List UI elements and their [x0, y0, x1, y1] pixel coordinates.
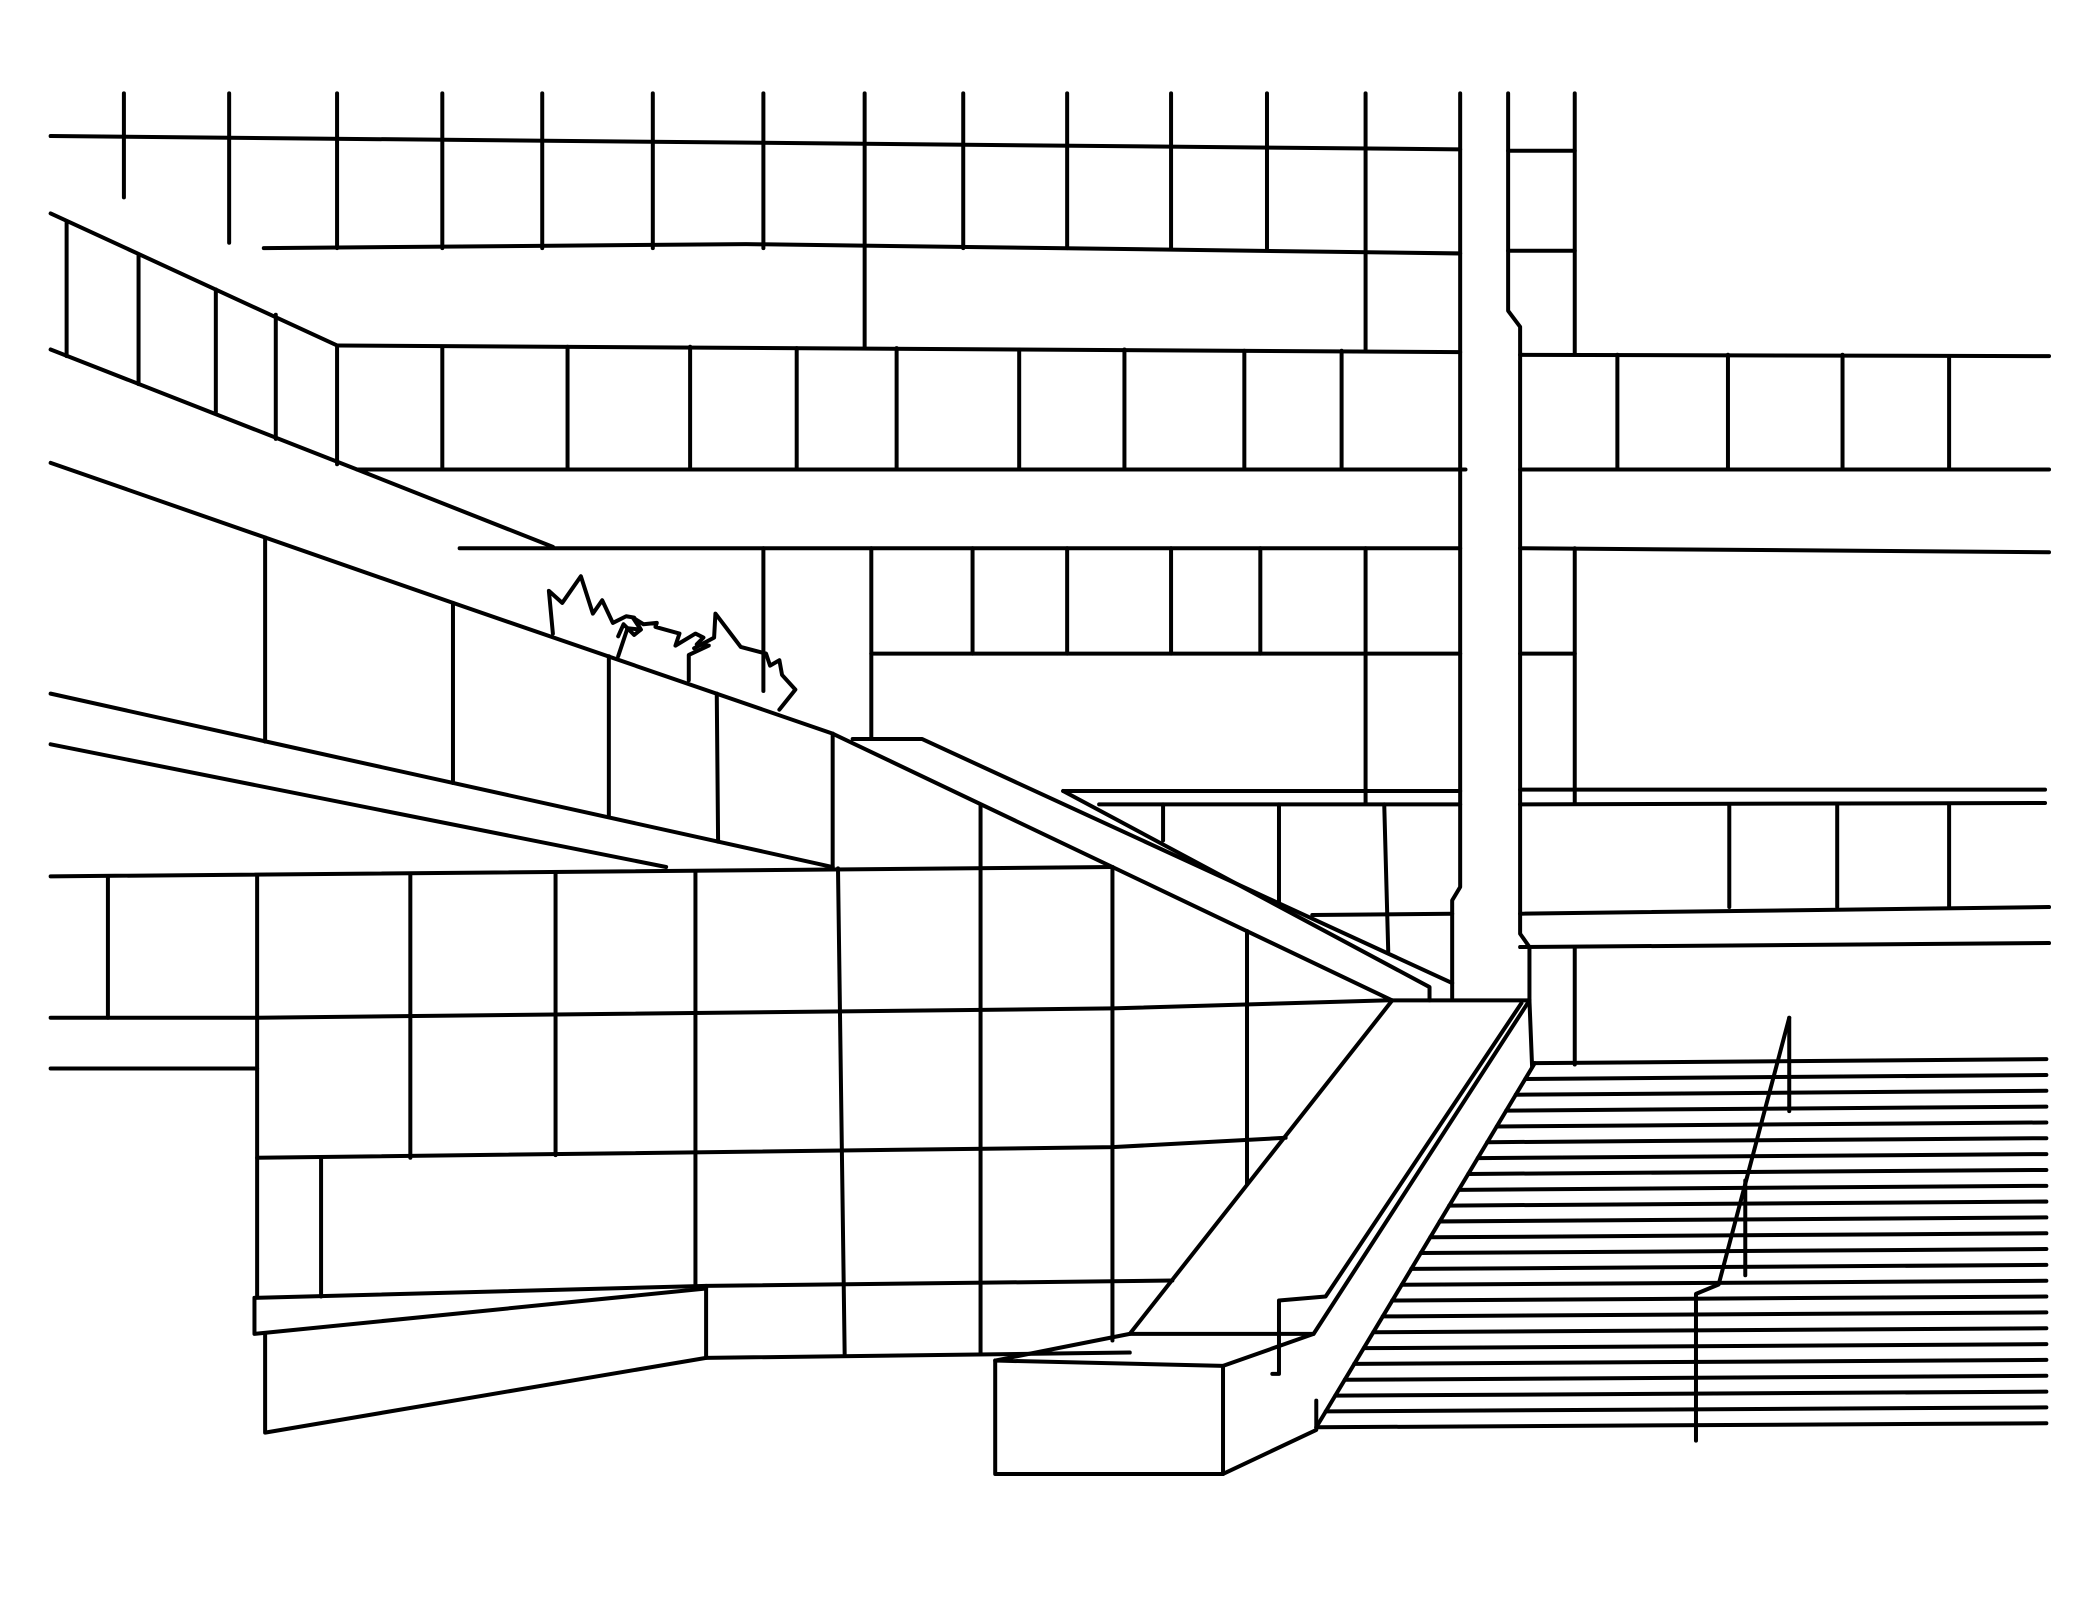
- stair-tread: [1371, 1326, 2049, 1335]
- stair-tread: [1361, 1342, 2049, 1351]
- lower-band-mid: [48, 998, 1532, 1020]
- column-right-edge: [1506, 91, 1532, 1006]
- block-front: [993, 1358, 1226, 1476]
- band-top-line-right: [1518, 546, 2052, 555]
- stair-treads: [1314, 1057, 2049, 1430]
- stair-tread: [1409, 1262, 2049, 1271]
- parapet-joint: [714, 691, 721, 844]
- stair-tread: [1504, 1104, 2049, 1113]
- slab-line-right: [1518, 905, 2052, 916]
- stair-cheek-wall: [1127, 998, 1535, 1376]
- stair-tread: [1447, 1199, 2049, 1208]
- stair-tread: [1323, 1405, 2049, 1414]
- planter-edge: [252, 1286, 709, 1336]
- stair-handrail: [1693, 1015, 1792, 1443]
- handrail-rail: [1693, 1015, 1792, 1443]
- right-floor-bands: [1061, 787, 2052, 1067]
- stair-tread: [1475, 1152, 2049, 1161]
- stair-tread: [1390, 1294, 2049, 1303]
- balustrade-top: [850, 736, 1455, 986]
- planter-front: [263, 1331, 1132, 1435]
- block-top: [993, 1331, 1316, 1368]
- cheek-wall-right: [1527, 998, 1535, 1070]
- slab-line-right: [1518, 800, 2048, 807]
- mullion: [835, 866, 847, 1356]
- left-angled-glazing: [48, 211, 555, 549]
- block-side: [1221, 1398, 1319, 1476]
- stair-tread: [1418, 1247, 2049, 1256]
- stair-tread: [1437, 1215, 2049, 1224]
- cheek-wall-outer: [1270, 1001, 1524, 1376]
- stair-base-block: [993, 1331, 1319, 1476]
- upper-facade-grid: [48, 91, 1577, 356]
- stair-tread: [1314, 1421, 2049, 1430]
- band-top-line-right: [1518, 352, 2052, 359]
- slab-line: [1310, 911, 1455, 918]
- lower-facade-grid: [48, 803, 1532, 1356]
- stair-tread: [1333, 1389, 2049, 1398]
- sloped-parapet: [48, 460, 835, 870]
- stair-tread: [1523, 1072, 2049, 1081]
- balustrade-upper: [1061, 788, 1432, 1003]
- mullion: [1382, 802, 1391, 954]
- angled-bottom-edge: [48, 347, 555, 549]
- fourth-floor-band: [457, 546, 2052, 805]
- top-beam-line: [48, 134, 1463, 152]
- column-left-edge: [1450, 91, 1463, 1000]
- planter-base: [252, 1278, 1175, 1435]
- stair-tread: [1380, 1310, 2049, 1319]
- third-floor-band: [335, 343, 2052, 472]
- stair-tread: [1494, 1120, 2049, 1129]
- lower-band-top: [48, 865, 1115, 879]
- stair-tread: [1428, 1231, 2049, 1240]
- stair-tread: [1513, 1088, 2049, 1097]
- stair-tread: [1352, 1357, 2049, 1366]
- shrub-outline: [692, 611, 798, 712]
- slab-line-right: [1518, 941, 2052, 950]
- angled-top-edge: [48, 211, 340, 348]
- planter-top: [252, 1278, 1175, 1300]
- stair-stringer: [1314, 1061, 1537, 1430]
- cheek-wall-left: [1127, 998, 1395, 1336]
- cheek-wall-inner: [1311, 998, 1532, 1336]
- central-column: [1450, 91, 1532, 1006]
- stair-tread: [1485, 1136, 2049, 1145]
- stair-tread: [1466, 1167, 2049, 1176]
- stair-tread: [1456, 1183, 2049, 1192]
- shrub-outline: [546, 574, 643, 659]
- second-beam-line: [261, 242, 1463, 256]
- stair-tread: [1399, 1278, 2049, 1287]
- plant-shrubs-icon: [546, 574, 798, 712]
- ramp-lower-edge: [48, 742, 669, 870]
